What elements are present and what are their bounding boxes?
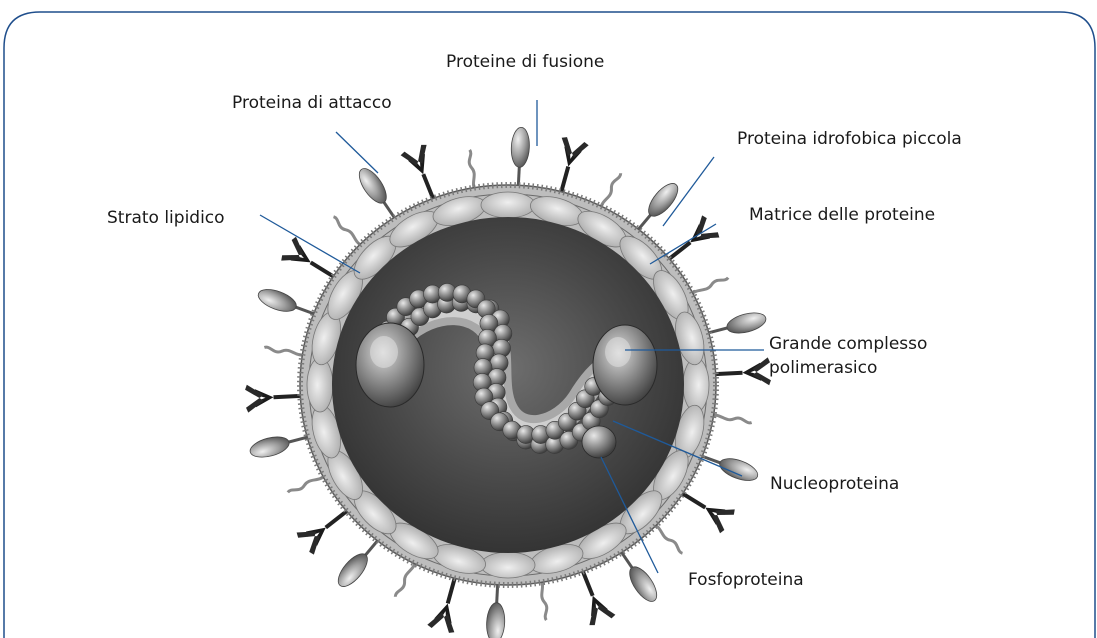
matrix-protein: [307, 358, 333, 412]
fusion-protein-spike: [712, 357, 771, 388]
label-phosphoprotein: Fosfoproteina: [688, 568, 804, 592]
label-nucleoprotein: Nucleoproteina: [770, 472, 899, 496]
attachment-protein-spike: [354, 164, 403, 224]
label-large-polymerase-line1: Grande complesso: [769, 332, 927, 356]
small-hydrophobic-protein: [288, 473, 327, 494]
attachment-protein-spike: [705, 309, 768, 342]
small-hydrophobic-protein: [395, 559, 417, 598]
attachment-protein-spike: [248, 428, 311, 461]
large-polymerase-complex-right: [593, 325, 657, 405]
label-small-hydrophobic-protein: Proteina idrofobica piccola: [737, 127, 962, 151]
label-attachment-protein: Proteina di attacco: [232, 91, 392, 115]
attachment-protein-spike: [255, 285, 318, 323]
label-matrix-proteins: Matrice delle proteine: [749, 203, 935, 227]
attachment-protein-spike: [631, 179, 683, 237]
label-large-polymerase-line2: polimerasico: [769, 356, 927, 380]
phosphoprotein: [582, 426, 616, 458]
matrix-protein: [481, 192, 535, 218]
label-lipid-layer: Strato lipidico: [107, 206, 225, 230]
attachment-protein-spike: [509, 127, 530, 188]
small-hydrophobic-protein: [467, 150, 477, 192]
attachment-protein-spike: [698, 447, 761, 485]
small-hydrophobic-protein: [710, 414, 752, 423]
small-hydrophobic-protein: [332, 216, 365, 247]
small-hydrophobic-protein: [689, 275, 728, 296]
matrix-protein: [481, 552, 535, 578]
fusion-protein-spike: [245, 382, 304, 413]
matrix-protein: [683, 358, 709, 412]
label-large-polymerase-complex: Grande complesso polimerasico: [769, 332, 927, 380]
label-fusion-proteins: Proteine di fusione: [446, 50, 604, 74]
attachment-protein-spike: [486, 582, 507, 638]
